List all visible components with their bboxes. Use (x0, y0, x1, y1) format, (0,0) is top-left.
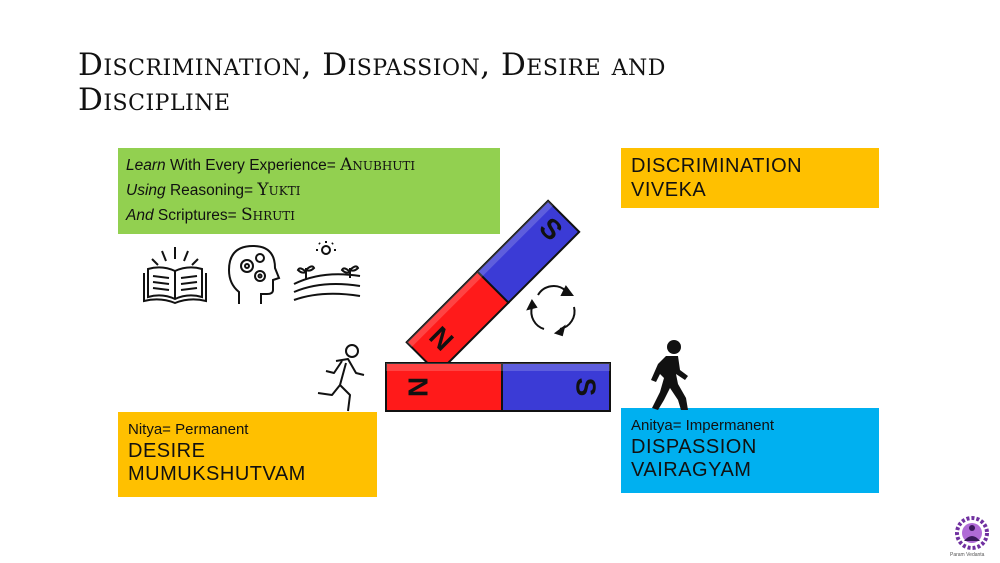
discrimination-label: DISCRIMINATION (631, 155, 803, 177)
horizontal-magnet-north-label: N (403, 377, 434, 397)
desire-label: DESIRE (128, 440, 206, 462)
cycle-arrows-icon (526, 285, 576, 337)
open-book-icon (143, 247, 207, 305)
head-gears-icon (227, 244, 281, 304)
horizontal-magnet: N S (385, 362, 611, 412)
logo-caption: Param Vedanta (950, 552, 985, 558)
mumukshutvam-label: MUMUKSHUTVAM (128, 463, 306, 485)
yukti-term: Yukti (257, 180, 301, 200)
dispassion-label: DISPASSION (631, 436, 757, 458)
yukti-line: Using Reasoning= Yukti (126, 180, 301, 200)
desire-box: Nitya= Permanent DESIRE MUMUKSHUTVAM (118, 412, 377, 497)
slide-title: Discrimination, Dispassion, Desire and D… (78, 47, 666, 118)
running-man-icon (317, 344, 365, 412)
tilted-magnet: N S (405, 199, 581, 375)
learn-box: Learn With Every Experience= Anubhuti Us… (118, 148, 500, 234)
discrimination-box: DISCRIMINATION VIVEKA (621, 148, 879, 208)
anubhuti-term: Anubhuti (340, 155, 416, 175)
walking-man-icon (651, 340, 688, 410)
sprouting-field-icon (293, 241, 361, 301)
param-vedanta-logo-icon (955, 516, 989, 550)
shruti-line: And Scriptures= Shruti (126, 205, 296, 225)
viveka-label: VIVEKA (631, 179, 707, 201)
anubhuti-line: Learn With Every Experience= Anubhuti (126, 155, 416, 175)
anitya-label: Anitya= Impermanent (631, 417, 774, 434)
vairagyam-label: VAIRAGYAM (631, 459, 752, 481)
dispassion-box: Anitya= Impermanent DISPASSION VAIRAGYAM (621, 408, 879, 493)
magnets-illustration: N S N S (385, 199, 611, 412)
horizontal-magnet-south-label: S (571, 378, 602, 397)
nitya-label: Nitya= Permanent (128, 421, 249, 438)
shruti-term: Shruti (241, 205, 296, 225)
